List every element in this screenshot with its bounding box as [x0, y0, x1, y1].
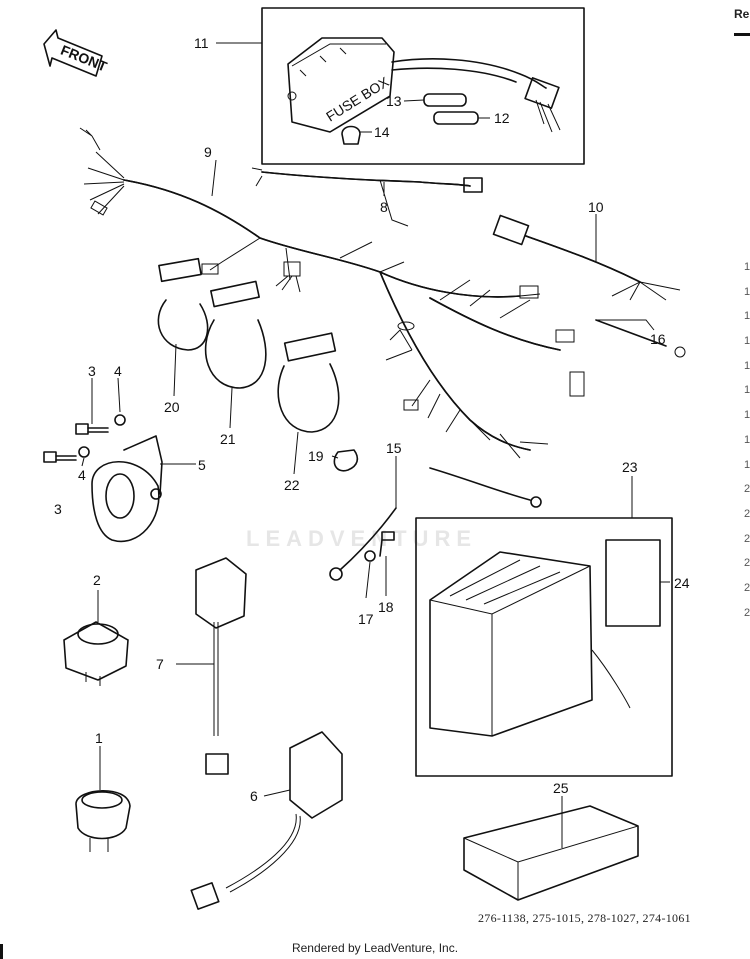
washer-4-lower	[78, 446, 90, 458]
battery-assembly	[415, 517, 673, 777]
edge-mark: 1	[744, 409, 750, 422]
switch-1	[75, 789, 131, 852]
callout-15: 15	[386, 440, 402, 456]
callout-4-lower: 4	[78, 467, 86, 483]
callout-2: 2	[93, 572, 101, 588]
callout-labels: 11 13 12 14 9 8 10 16 20 21 22 3 4 4 3 5…	[54, 35, 690, 804]
left-edge-mark	[0, 944, 3, 959]
callout-10: 10	[588, 199, 604, 215]
nut-17	[364, 550, 376, 562]
corner-bar	[734, 33, 750, 36]
edge-mark: 1	[744, 384, 750, 397]
unit-6	[190, 731, 343, 910]
bolt-18	[381, 531, 395, 541]
callout-9: 9	[204, 144, 212, 160]
band-21	[204, 280, 267, 389]
callout-14: 14	[374, 124, 390, 140]
fuse-12	[433, 111, 479, 125]
edge-mark: 2	[744, 483, 750, 496]
edge-mark: 1	[744, 433, 750, 446]
callout-21: 21	[220, 431, 236, 447]
sub-harness-8	[251, 167, 483, 227]
edge-marks: 1 1 1 1 1 1 1 1 1 2 2 2 2 2 2	[744, 255, 750, 625]
callout-19: 19	[308, 448, 324, 464]
callout-16: 16	[650, 331, 666, 347]
leader-lines	[81, 42, 670, 848]
band-22	[277, 332, 340, 433]
lead-16	[595, 319, 667, 347]
unit-7	[195, 557, 247, 775]
callout-12: 12	[494, 110, 510, 126]
callout-3-upper: 3	[88, 363, 96, 379]
callout-17: 17	[358, 611, 374, 627]
edge-mark: 1	[744, 359, 750, 372]
callout-7: 7	[156, 656, 164, 672]
callout-8: 8	[380, 199, 388, 215]
cap-14	[341, 125, 361, 145]
callout-1: 1	[95, 730, 103, 746]
edge-mark: 2	[744, 532, 750, 545]
watermark: LEADVENTURE	[246, 526, 478, 551]
callout-24: 24	[674, 575, 690, 591]
callout-20: 20	[164, 399, 180, 415]
clamp-19	[333, 449, 359, 472]
tray-25	[463, 805, 639, 901]
edge-mark: 1	[744, 335, 750, 348]
battery-cables	[329, 467, 542, 581]
callout-4-upper: 4	[114, 363, 122, 379]
front-label: FRONT	[59, 42, 110, 75]
edge-mark: 2	[744, 557, 750, 570]
callout-5: 5	[198, 457, 206, 473]
washer-4-upper	[114, 414, 126, 426]
band-20	[157, 257, 209, 351]
edge-mark: 2	[744, 581, 750, 594]
horn-assembly	[43, 414, 163, 543]
sub-harness-10	[492, 214, 686, 358]
callout-18: 18	[378, 599, 394, 615]
footer-credit: Rendered by LeadVenture, Inc.	[291, 941, 459, 955]
callout-3-lower: 3	[54, 501, 62, 517]
reference-numbers: 276-1138, 275-1015, 278-1027, 274-1061	[478, 911, 691, 925]
callout-13: 13	[386, 93, 402, 109]
callout-23: 23	[622, 459, 638, 475]
corner-text: Re	[734, 7, 750, 21]
label-24	[605, 539, 661, 627]
fuse-13	[423, 93, 467, 107]
fuse-box-assembly: FUSE BOX	[261, 7, 585, 165]
horn-5	[91, 461, 160, 543]
edge-mark: 2	[744, 507, 750, 520]
callout-6: 6	[250, 788, 258, 804]
fuse-box-label: FUSE BOX	[323, 73, 392, 124]
edge-mark: 1	[744, 310, 750, 323]
main-harness	[79, 127, 585, 459]
front-arrow-icon: FRONT	[43, 29, 110, 77]
edge-mark: 2	[744, 606, 750, 619]
bolt-3-lower	[43, 451, 77, 463]
relay-2	[63, 621, 129, 686]
callout-25: 25	[553, 780, 569, 796]
edge-mark: 1	[744, 261, 750, 273]
callout-22: 22	[284, 477, 300, 493]
callout-11: 11	[194, 35, 209, 51]
edge-mark: 1	[744, 458, 750, 471]
edge-mark: 1	[744, 285, 750, 298]
bolt-3-upper	[75, 423, 109, 435]
